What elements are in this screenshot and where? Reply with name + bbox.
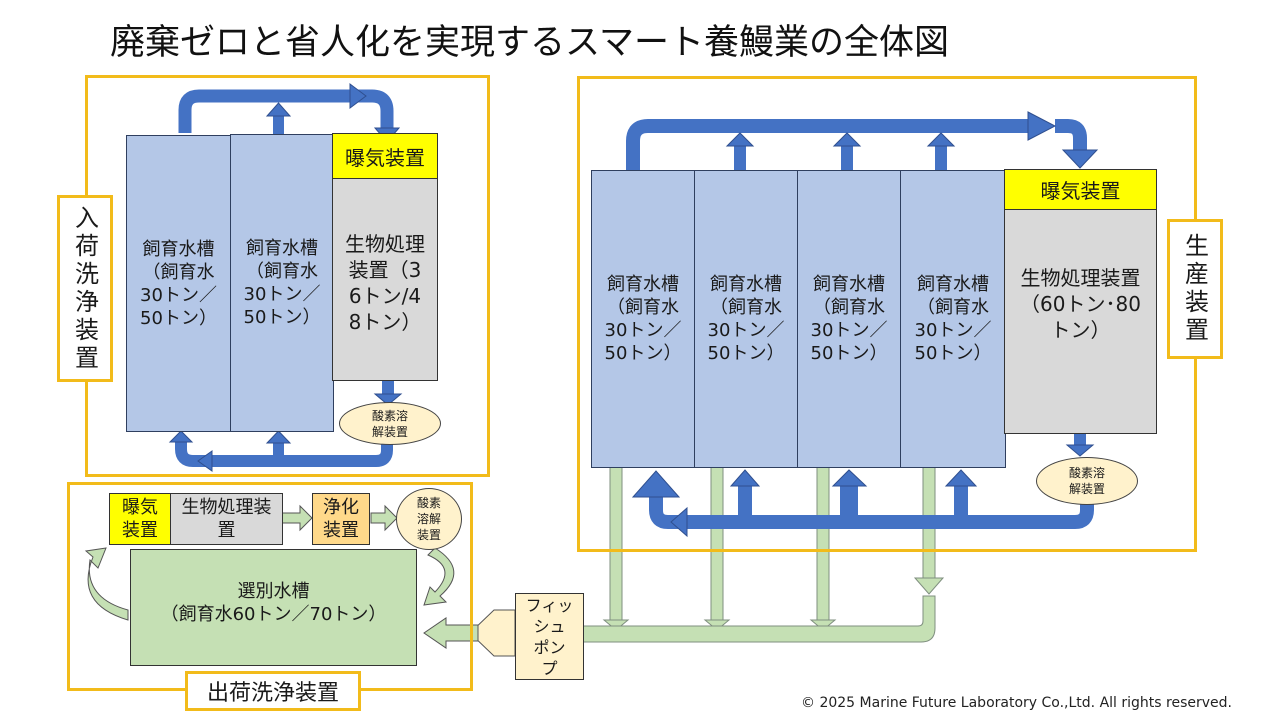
intake-section-label: 入荷洗浄装置 [57,195,113,382]
intake-aeration-unit: 曝気装置 [332,133,438,179]
production-oxygen-dissolver: 酸素溶解装置 [1036,457,1138,505]
shipping-purifier-unit: 浄化装置 [312,493,370,545]
left-recirculation-curved-arrow [84,547,129,621]
purifier-to-oxygen-arrow [370,504,398,532]
production-top-arrowhead-down [1061,149,1099,169]
production-up-arrows-top [725,132,956,171]
page-title: 廃棄ゼロと省人化を実現するスマート養鰻業の全体図 [110,23,949,63]
production-bottom-loop-arrow [649,497,1094,529]
production-bottom-arrowhead-left [670,506,688,538]
shipping-bio-treatment-unit: 生物処理装置 [170,493,283,545]
sorting-tank: 選別水槽（飼育水60トン／70トン） [130,549,417,666]
production-aeration-unit: 曝気装置 [1004,169,1157,210]
production-section-label: 生産装置 [1167,219,1223,359]
intake-bottom-arrowhead-left [197,450,213,472]
intake-up-arrow-tank2-bottom [265,430,292,457]
production-top-arrowhead-right [1027,111,1057,141]
shipping-aeration-unit: 曝気装置 [109,493,171,545]
intake-section-label-text: 入荷洗浄装置 [70,204,99,373]
bio-to-purifier-arrow [281,504,313,532]
intake-up-arrow-tank2 [265,102,292,135]
production-bio-down-arrow [1065,433,1095,457]
copyright-notice: © 2025 Marine Future Laboratory Co.,Ltd.… [801,695,1232,711]
intake-top-arrowhead-right [349,83,367,109]
intake-top-loop-arrow [178,89,394,133]
intake-bottom-loop-arrow [175,440,393,467]
shipping-section-label: 出荷洗浄装置 [185,671,361,711]
right-recirculation-curved-arrow [423,547,455,606]
production-bottom-arrowhead-up [631,470,681,498]
shipping-oxygen-dissolver: 酸素溶解装置 [396,488,462,550]
production-up-arrows-bottom [729,469,978,517]
intake-oxygen-dissolver: 酸素溶解装置 [339,402,441,445]
fish-pump: フィッシュポンプ [515,593,584,680]
shipping-section-label-text: 出荷洗浄装置 [206,681,339,706]
intake-bio-down-arrow [373,381,403,406]
production-top-loop-arrow [626,119,1087,170]
intake-bottom-arrowhead-up [168,430,194,443]
production-section-label-text: 生産装置 [1180,233,1209,345]
